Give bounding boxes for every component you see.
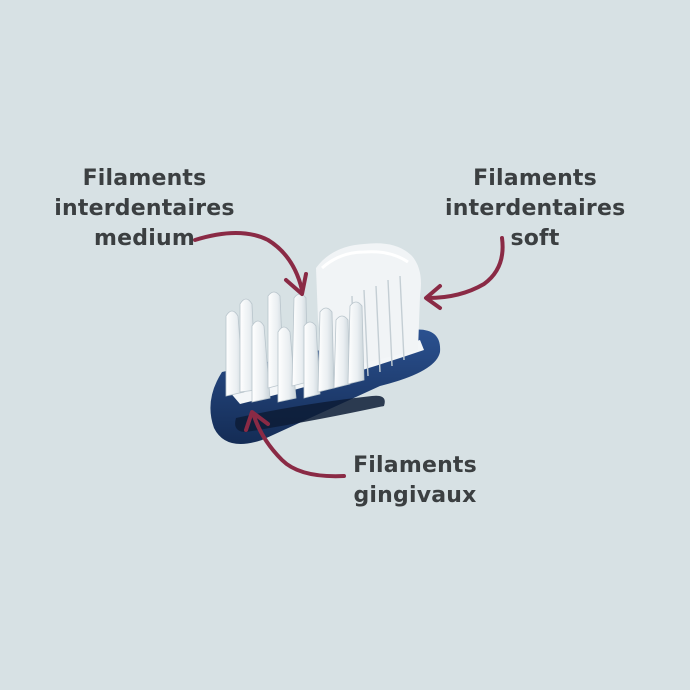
label-line: Filaments (473, 166, 597, 191)
arrow-medium-head (284, 272, 308, 296)
label-gingival: Filaments gingivaux (340, 451, 490, 511)
label-line: medium (94, 226, 195, 251)
arrow-medium (193, 231, 304, 292)
arrow-gingival-head (244, 410, 270, 432)
medium-filaments (225, 291, 365, 403)
label-line: soft (510, 226, 560, 251)
label-line: Filaments (82, 166, 207, 191)
arrow-gingival (252, 414, 346, 479)
label-interdental-medium: Filaments interdentaires medium (52, 164, 237, 254)
label-line: gingivaux (353, 483, 477, 508)
label-interdental-soft: Filaments interdentaires soft (445, 164, 625, 254)
arrow-soft-head (424, 284, 442, 310)
label-line: Filaments (353, 453, 477, 478)
arrow-soft (426, 236, 505, 300)
label-line: interdentaires (445, 196, 626, 221)
label-line: interdentaires (54, 196, 235, 221)
curved-arrow-icon (193, 231, 505, 479)
